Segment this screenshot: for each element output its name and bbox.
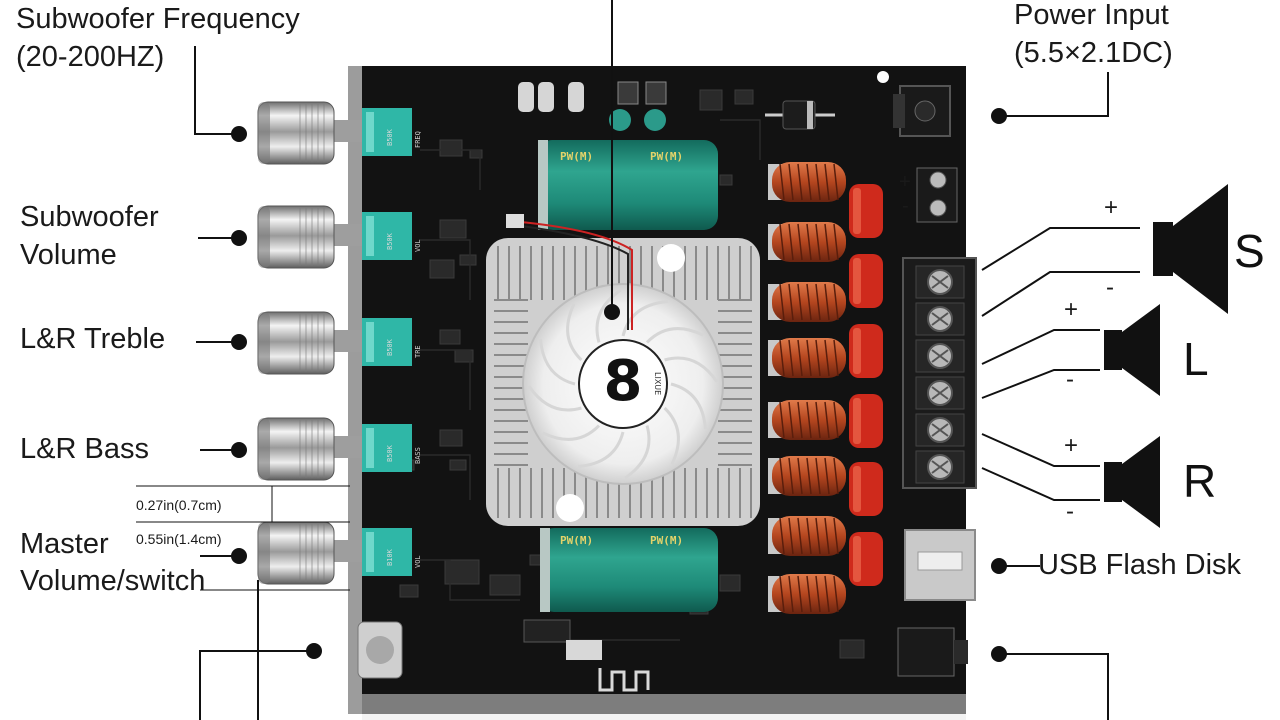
label-master: Master [20,528,109,560]
board-bottom-reflection [362,694,966,720]
leader-lines [136,0,1140,720]
usb-port [904,529,976,601]
leader-dots [231,108,1007,662]
label-subwoofer-volume: Subwoofer [20,201,159,233]
power-minus-sign: - [902,195,909,217]
pot-code: B50K [386,444,394,462]
pot-code: B50K [386,338,394,356]
fan-brand: LIXUE [653,372,662,395]
pot-code: B50K [386,232,394,250]
label-power-input: Power Input [1014,0,1169,31]
pot-label: VOL [414,555,422,568]
speaker-s-plus: + [1104,194,1119,221]
speaker-r-minus: - [1066,498,1074,525]
speaker-terminal-block [902,257,977,489]
heatsink-mount-top [657,244,685,272]
dot-subwoofer-volume [231,230,247,246]
label-usb-flash-disk: USB Flash Disk [1038,549,1242,581]
dot-usb [991,558,1007,574]
power-plus-sign: + [899,171,911,193]
pot-code: B50K [386,128,394,146]
power-switch [357,621,403,679]
pcb-traces [420,119,761,641]
capacitor-print: PW(M) [650,534,683,547]
speaker-s-letter: S [1234,225,1265,277]
film-capacitors [849,184,883,586]
label-lr-bass: L&R Bass [20,433,149,465]
speaker-r-plus: + [1064,432,1079,459]
pot-code: B10K [386,548,394,566]
fan-wire [520,221,633,330]
wire-l-plus [981,329,1100,365]
dot-subwoofer-frequency [231,126,247,142]
dot-power-input [991,108,1007,124]
speaker-l-letter: L [1183,333,1209,385]
dot-lr-bass [231,442,247,458]
dot-lr-treble [231,334,247,350]
schottky-diode [765,100,835,130]
pot-label: BASS [414,447,422,464]
dot-aux [991,646,1007,662]
capacitor-print: PW(M) [560,150,593,163]
wire-r-plus [981,433,1100,467]
bluetooth-module [523,619,650,692]
wire-s-minus [981,271,1140,317]
dc-power-jack [893,85,951,137]
pot-label: FREQ [414,131,422,148]
output-inductors [768,162,846,614]
label-subwoofer-volume-2: Volume [20,239,117,271]
speaker-l-minus: - [1066,366,1074,393]
power-screw-terminal [916,167,958,223]
label-subwoofer-frequency: Subwoofer Frequency [16,3,300,35]
control-knobs [257,101,362,585]
leader-aux [1000,653,1109,720]
speaker-r-icon [1104,436,1160,528]
label-lr-treble: L&R Treble [20,323,166,355]
main-capacitor-bottom: PW(M) PW(M) [540,528,718,612]
leader-subwoofer-frequency [194,46,238,135]
wire-r-minus [981,467,1100,501]
label-master-volume-switch: Volume/switch [20,565,206,597]
mount-hole [877,71,889,83]
capacitor-print: PW(M) [560,534,593,547]
heatsink-mount-bottom [556,494,584,522]
fan-logo-icon: 8 [604,349,643,414]
dot-fan [604,304,620,320]
cooling-fan: 8 LIXUE [506,214,724,485]
speaker-l-plus: + [1064,296,1079,323]
leader-button [199,650,314,720]
wire-l-minus [981,369,1100,399]
speaker-s-minus: - [1106,274,1114,301]
label-power-input-spec: (5.5×2.1DC) [1014,37,1173,69]
aux-jack [897,627,968,677]
top-small-capacitors [518,81,667,131]
dimension-gap-small: 0.27in(0.7cm) [136,497,222,513]
potentiometers: B50K FREQ B50K VOL B50K TRE B50K BASS B10K VOL [362,108,422,576]
pot-label: TRE [414,345,422,358]
dot-button [306,643,322,659]
pot-label: VOL [414,239,422,252]
label-subwoofer-frequency-range: (20-200HZ) [16,41,165,73]
speaker-r-letter: R [1183,455,1217,507]
main-capacitor-top: PW(M) PW(M) [538,140,718,230]
dot-master-volume [231,548,247,564]
wire-s-plus [981,227,1140,271]
dimension-gap-large: 0.55in(1.4cm) [136,531,222,547]
metal-side-plate [348,66,364,714]
speaker-s-icon [1153,184,1228,314]
capacitor-print: PW(M) [650,150,683,163]
leader-power-input [1000,72,1109,117]
speaker-l-icon [1104,304,1160,396]
